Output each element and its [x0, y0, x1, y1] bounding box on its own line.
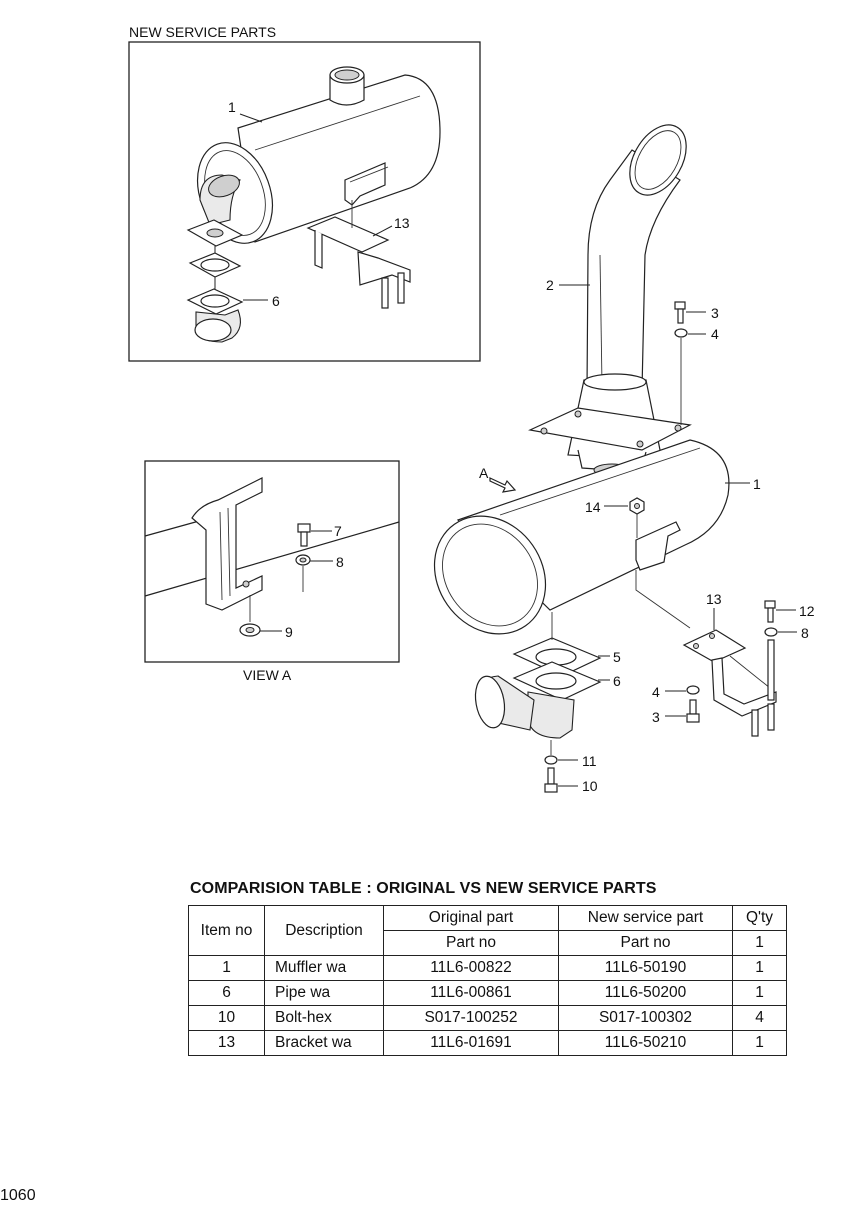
cell-item: 6: [188, 980, 265, 1006]
cell-new: 11L6-50210: [558, 1030, 733, 1056]
cell-description: Bracket wa: [264, 1030, 384, 1056]
cell-qty: 1: [732, 980, 787, 1006]
cell-original: S017-100252: [383, 1005, 559, 1031]
main-callout-11: 11: [582, 753, 597, 769]
comparison-table-title: COMPARISION TABLE : ORIGINAL VS NEW SERV…: [190, 880, 657, 897]
main-bracket-wa-13: [682, 629, 777, 737]
table-subheader-row: Part no Part no 1: [189, 930, 787, 956]
inset-muffler: [197, 66, 441, 244]
main-muffler-bracket: [635, 521, 681, 571]
inset-callout-1: 1: [228, 99, 236, 115]
main-callout-12: 12: [799, 603, 815, 619]
cell-description: Muffler wa: [264, 955, 384, 981]
main-callout-3-bottom: 3: [652, 709, 660, 725]
cell-original: 11L6-00822: [383, 955, 559, 981]
comparison-table: Item no Description Original part New se…: [188, 905, 787, 1056]
view-a-frame: [144, 460, 400, 663]
table-row: 10 Bolt-hex S017-100252 S017-100302 4: [188, 1005, 787, 1031]
main-callout-14: 14: [585, 499, 601, 515]
inset-bracket-wa: [306, 200, 411, 309]
cell-qty: 1: [732, 955, 787, 981]
inset-new-parts-frame: [128, 41, 481, 362]
table-header-row: Item no Description Original part New se…: [188, 905, 787, 956]
main-callout-3-top: 3: [711, 305, 719, 321]
cell-description: Pipe wa: [264, 980, 384, 1006]
inset-callout-6: 6: [272, 293, 280, 309]
main-washer-8: [764, 627, 778, 637]
cell-item: 10: [188, 1005, 265, 1031]
view-a-bracket: [191, 477, 263, 611]
view-a-arrow-icon: [489, 477, 517, 493]
cell-original: 11L6-01691: [383, 1030, 559, 1056]
view-a-bolt: [297, 523, 311, 547]
main-bolt-top: [674, 301, 686, 324]
inset-callout-13: 13: [394, 215, 410, 231]
view-a-callout-9: 9: [285, 624, 293, 640]
main-bolt-bottom: [686, 699, 700, 723]
header-item-no: Item no: [188, 905, 265, 956]
cell-qty: 1: [732, 1030, 787, 1056]
main-callout-4-bottom: 4: [652, 684, 660, 700]
table-row: 1 Muffler wa 11L6-00822 11L6-50190 1: [188, 955, 787, 981]
cell-item: 13: [188, 1030, 265, 1056]
main-callout-1: 1: [753, 476, 761, 492]
exploded-parts-diagram: NEW SERVICE PARTS 1: [128, 24, 815, 794]
inset-new-parts-title: NEW SERVICE PARTS: [129, 24, 276, 40]
header-description: Description: [264, 905, 384, 956]
inset-view-a: 7 8 9 VIEW A: [144, 460, 400, 683]
main-callout-13: 13: [706, 591, 722, 607]
main-callout-5: 5: [613, 649, 621, 665]
header-qty: Q'ty: [732, 905, 787, 931]
main-washer-11: [544, 755, 558, 765]
main-muffler: [433, 439, 730, 635]
cell-new: S017-100302: [558, 1005, 733, 1031]
cell-qty: 4: [732, 1005, 787, 1031]
inset-pipe-wa: [186, 288, 244, 343]
header-new-service-part: New service part: [558, 905, 733, 931]
view-a-callout-7: 7: [334, 523, 342, 539]
cell-item: 1: [188, 955, 265, 981]
table-row: 13 Bracket wa 11L6-01691 11L6-50210 1: [188, 1030, 787, 1056]
view-a-caption: VIEW A: [243, 667, 292, 683]
inset-new-service-parts: NEW SERVICE PARTS 1: [128, 24, 481, 362]
main-callout-6: 6: [613, 673, 621, 689]
main-bolt-10: [544, 767, 558, 793]
header-original-part-no: Part no: [383, 930, 559, 956]
cell-description: Bolt-hex: [264, 1005, 384, 1031]
main-exhaust-stack: [528, 124, 692, 477]
main-callout-4-top: 4: [711, 326, 719, 342]
main-view-a-marker: A: [479, 465, 489, 481]
header-original-part: Original part: [383, 905, 559, 931]
main-callout-10: 10: [582, 778, 598, 794]
cell-original: 11L6-00861: [383, 980, 559, 1006]
cell-new: 11L6-50200: [558, 980, 733, 1006]
view-a-callout-8: 8: [336, 554, 344, 570]
table-row: 6 Pipe wa 11L6-00861 11L6-50200 1: [188, 980, 787, 1006]
header-qty-sub: 1: [732, 930, 787, 956]
page-number: 1060: [0, 1187, 36, 1204]
main-bolt-12: [764, 600, 776, 623]
main-callout-2: 2: [546, 277, 554, 293]
main-washer-bottom: [686, 685, 700, 695]
main-callout-8: 8: [801, 625, 809, 641]
cell-new: 11L6-50190: [558, 955, 733, 981]
main-assembly: 2 3 4 1 A 14: [433, 124, 815, 794]
main-washer-top: [674, 328, 688, 338]
main-pipe-wa-6: [474, 661, 602, 739]
header-new-part-no: Part no: [558, 930, 733, 956]
